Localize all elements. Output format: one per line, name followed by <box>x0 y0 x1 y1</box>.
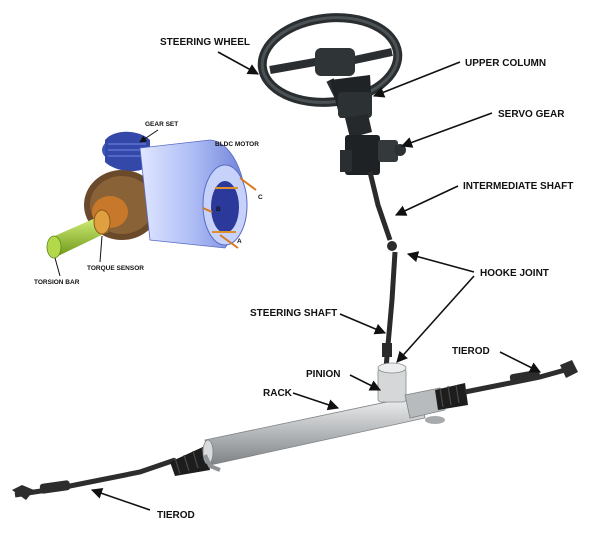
intermediate-shaft-label: INTERMEDIATE SHAFT <box>463 181 573 192</box>
tierod-left-label: TIEROD <box>157 510 195 521</box>
pinion-label: PINION <box>306 369 340 380</box>
gear-set-label: GEAR SET <box>145 121 178 128</box>
phase-a-label: A <box>237 238 242 245</box>
rack-assembly <box>12 360 578 500</box>
torque-sensor-label: TORQUE SENSOR <box>87 265 144 272</box>
upper-column <box>330 75 372 138</box>
steering-wheel-label: STEERING WHEEL <box>160 37 250 48</box>
bldc-motor-label: BLDC MOTOR <box>215 141 259 148</box>
rack-label: RACK <box>263 388 293 399</box>
torsion-bar-label: TORSION BAR <box>34 279 80 286</box>
intermediate-shaft <box>367 171 397 251</box>
servo-gear-label: SERVO GEAR <box>498 109 565 120</box>
eps-motor-inset <box>46 131 257 259</box>
phase-b-label: B <box>216 206 221 213</box>
hooke-joint-label: HOOKE JOINT <box>480 268 549 279</box>
upper-column-label: UPPER COLUMN <box>465 58 546 69</box>
steering-shaft <box>382 251 398 369</box>
steering-shaft-label: STEERING SHAFT <box>250 308 337 319</box>
tierod-right-label: TIEROD <box>452 346 490 357</box>
phase-c-label: C <box>258 194 263 201</box>
servo-gear <box>340 135 406 175</box>
